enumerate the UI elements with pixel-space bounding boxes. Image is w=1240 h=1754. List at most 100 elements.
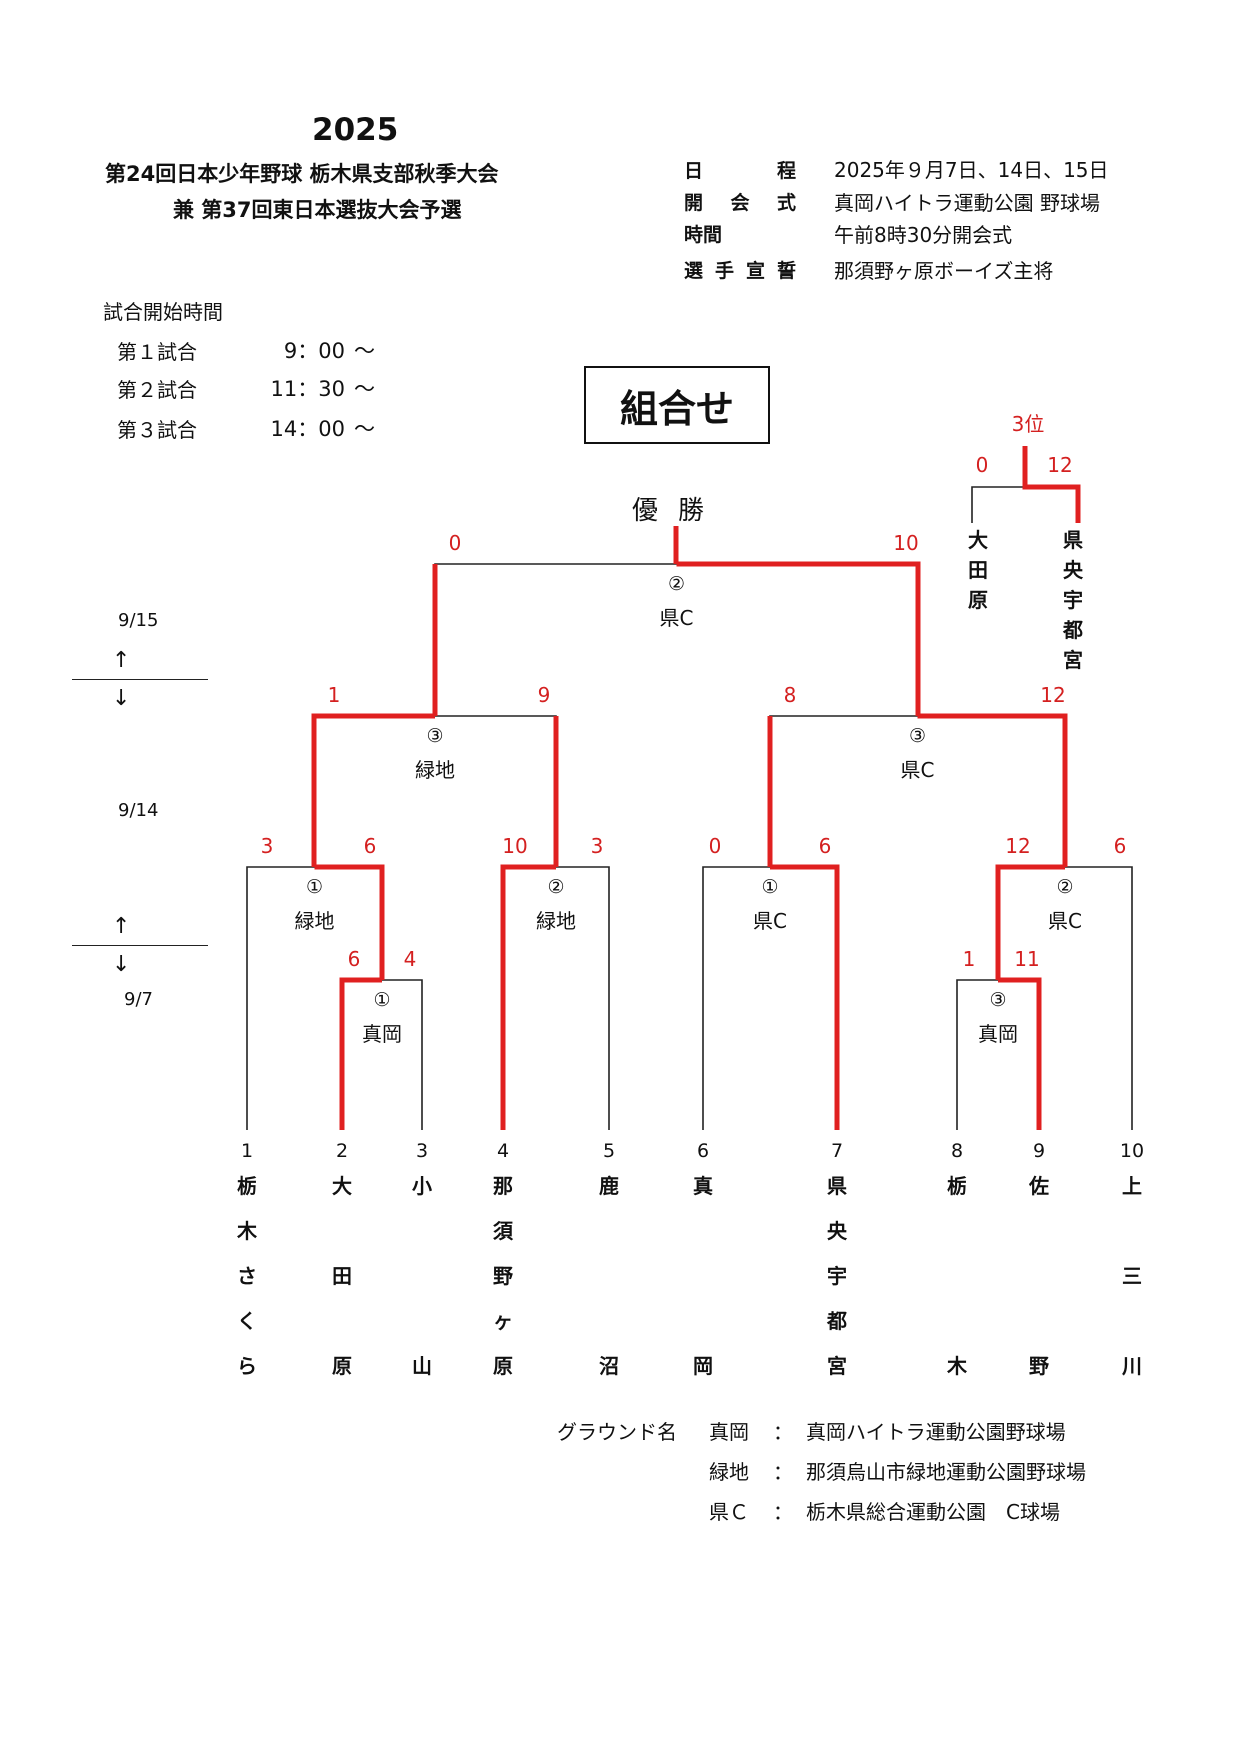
info-value-ceremony: 真岡ハイトラ運動公園 野球場 xyxy=(834,191,1100,215)
ground-sep: ： xyxy=(773,1460,793,1484)
match-venue: 県C xyxy=(753,909,787,933)
date-divider xyxy=(72,945,208,946)
date-label-final: 9/15 xyxy=(118,610,159,631)
score-left: 8 xyxy=(784,683,797,707)
third-place-team-right-char: 都 xyxy=(1062,618,1083,642)
team-number: 6 xyxy=(697,1140,709,1162)
ground-full-moka: 真岡ハイトラ運動公園野球場 xyxy=(806,1420,1066,1444)
ground-full-ryokuchi: 那須烏山市緑地運動公園野球場 xyxy=(806,1460,1086,1484)
team-name-char: 都 xyxy=(826,1309,847,1333)
match-seed: ② xyxy=(668,573,685,595)
schedule-tilde: ～ xyxy=(354,339,375,363)
team-name-char: 栃 xyxy=(947,1174,967,1198)
team-name-char: く xyxy=(237,1309,257,1333)
date-label-first: 9/7 xyxy=(124,989,153,1010)
match-venue: 緑地 xyxy=(536,909,576,933)
score-right: 6 xyxy=(819,834,832,858)
team-name-char: ヶ xyxy=(493,1309,513,1333)
match-seed: ① xyxy=(761,876,778,898)
winner-line xyxy=(500,864,556,1130)
third-place-score-right: 12 xyxy=(1047,453,1072,477)
team-name-char: 野 xyxy=(1029,1354,1049,1378)
arrow-up-icon: ↑ xyxy=(112,648,131,673)
arrow-up-icon: ↑ xyxy=(112,914,131,939)
info-label-schedule: 日程 xyxy=(684,160,796,182)
bracket-line xyxy=(997,866,1133,1130)
team-number: 4 xyxy=(497,1140,509,1162)
score-right: 4 xyxy=(404,947,417,971)
tournament-subtitle: 兼 第37回東日本選抜大会予選 xyxy=(173,198,462,222)
winner-line xyxy=(339,977,382,1130)
match-venue: 県C xyxy=(1048,909,1082,933)
team-number: 10 xyxy=(1120,1140,1144,1162)
third-place-team-right-char: 央 xyxy=(1063,558,1084,582)
third-place-team-right-char: 宮 xyxy=(1063,648,1083,672)
match-seed: ① xyxy=(306,876,323,898)
score-left: 0 xyxy=(449,531,462,555)
ground-short-ken-c: 県Ｃ xyxy=(709,1500,749,1524)
match-seed: ③ xyxy=(909,725,926,747)
match-venue: 真岡 xyxy=(362,1022,402,1046)
info-value-time: 午前8時30分開会式 xyxy=(834,223,1013,247)
tournament-year: 2025 xyxy=(312,112,399,148)
score-left: 12 xyxy=(1005,834,1030,858)
score-right: 12 xyxy=(1040,683,1065,707)
date-divider xyxy=(72,679,208,680)
team-name-char: 県 xyxy=(827,1174,847,1198)
score-left: 1 xyxy=(328,683,341,707)
score-right: 10 xyxy=(893,531,918,555)
match-venue: 県C xyxy=(901,758,935,782)
team-name-char: 木 xyxy=(946,1354,968,1378)
score-left: 0 xyxy=(709,834,722,858)
team-name-char: 宇 xyxy=(827,1264,847,1288)
team-name-char: 上 xyxy=(1122,1174,1142,1198)
schedule-game-1-time: 9：00 xyxy=(283,339,345,363)
bracket-line xyxy=(702,866,838,1130)
score-right: 3 xyxy=(591,834,604,858)
winner-line xyxy=(917,713,1068,867)
bracket-title-box: 組合せ xyxy=(584,366,770,444)
schedule-title: 試合開始時間 xyxy=(103,300,223,324)
team-name-char: 真 xyxy=(693,1174,713,1198)
ground-short-moka: 真岡 xyxy=(709,1420,749,1444)
team-number: 5 xyxy=(603,1140,615,1162)
team-name-char: 須 xyxy=(493,1219,514,1243)
team-name-char: 佐 xyxy=(1028,1174,1049,1198)
tournament-title: 第24回日本少年野球 栃木県支部秋季大会 xyxy=(105,162,499,186)
third-place-team-left-char: 田 xyxy=(968,558,988,582)
match-venue: 緑地 xyxy=(415,758,455,782)
match-venue: 緑地 xyxy=(295,909,335,933)
third-place-bracket xyxy=(971,486,1079,523)
ground-sep: ： xyxy=(773,1420,793,1444)
score-left: 3 xyxy=(261,834,274,858)
team-name-char: 三 xyxy=(1122,1264,1142,1288)
grounds-title: グラウンド名 xyxy=(557,1420,677,1444)
score-right: 9 xyxy=(538,683,551,707)
match-seed: ③ xyxy=(426,725,443,747)
team-name-char: ら xyxy=(237,1354,257,1378)
team-name-char: 那 xyxy=(493,1174,513,1198)
team-name-char: 鹿 xyxy=(599,1174,619,1198)
team-name-char: 央 xyxy=(827,1219,848,1243)
team-name-char: 小 xyxy=(412,1174,432,1198)
match-venue: 県C xyxy=(660,606,694,630)
championship-label: 優勝 xyxy=(632,496,725,526)
ground-sep: ： xyxy=(773,1500,793,1524)
team-number: 1 xyxy=(241,1140,253,1162)
team-name-char: 宮 xyxy=(827,1354,847,1378)
schedule-game-1-name: 第１試合 xyxy=(117,340,197,364)
winner-line xyxy=(770,864,840,1130)
team-number: 9 xyxy=(1033,1140,1045,1162)
team-name-char: 原 xyxy=(493,1354,513,1378)
match-seed: ② xyxy=(1056,876,1073,898)
team-number: 7 xyxy=(831,1140,843,1162)
third-place-winner-line xyxy=(1022,446,1081,523)
schedule-game-2-name: 第２試合 xyxy=(117,378,197,402)
third-place-score-left: 0 xyxy=(976,453,989,477)
third-place-team-right-char: 県 xyxy=(1063,528,1083,552)
third-place-team-left-char: 大 xyxy=(968,528,988,552)
info-value-schedule: 2025年９月7日、14日、15日 xyxy=(834,158,1109,182)
match-venue: 真岡 xyxy=(978,1022,1018,1046)
arrow-down-icon: ↓ xyxy=(112,686,131,711)
